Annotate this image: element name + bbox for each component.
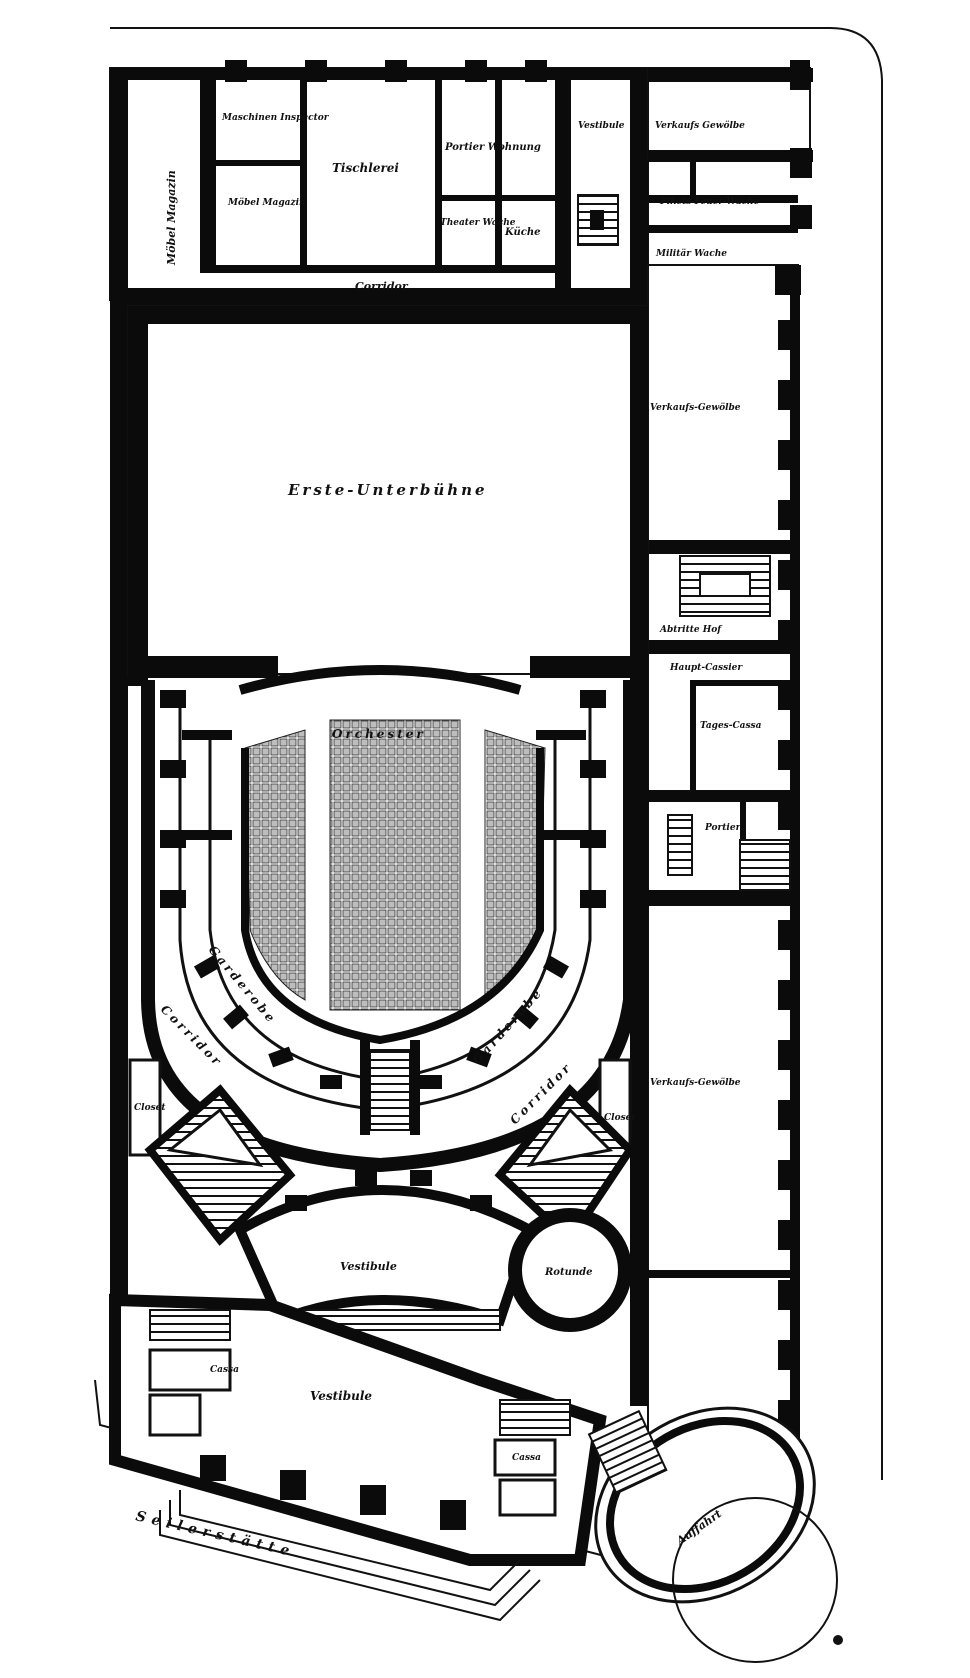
label-kuche: Küche — [504, 227, 540, 238]
label-tages-cassa: Tages-Cassa — [700, 721, 762, 731]
rotunda — [508, 1208, 632, 1332]
label-vestibule-bottom: Vestibule — [310, 1389, 372, 1403]
label-militar-wache: Militär Wache — [655, 248, 727, 259]
entrance-vestibule — [109, 1293, 607, 1622]
label-corridor-top: Corridor — [355, 280, 409, 293]
label-maschinen-inspector: Maschinen Inspector — [221, 113, 330, 123]
label-verkaufs-gewolbe-3: Verkaufs-Gewölbe — [650, 1077, 741, 1088]
right-shop-column — [647, 264, 801, 1466]
label-pikets-feuer-wache: Pikets Feuer-Wache — [659, 197, 760, 207]
label-theater-wache: Theater Wache — [440, 218, 516, 228]
label-mobel-magazin: Möbel Magazin — [165, 170, 178, 266]
label-mobel-magazin-2: Möbel Magazin — [227, 197, 306, 208]
label-portier-wohnung: Portier Wohnung — [444, 142, 541, 153]
label-cassa-left: Cassa — [210, 1365, 239, 1375]
label-closet-left: Closet — [134, 1103, 166, 1113]
label-portier: Portier — [704, 823, 742, 833]
label-cassa-right: Cassa — [512, 1453, 541, 1463]
top-service-block — [109, 60, 813, 1368]
stage-area — [127, 305, 649, 1406]
label-tischlerei: Tischlerei — [332, 161, 399, 175]
label-haupt-cassier: Haupt-Cassier — [669, 663, 743, 673]
label-orchester: Orchester — [332, 727, 426, 741]
label-vestibule-mid: Vestibule — [340, 1260, 397, 1273]
carriage-drive — [587, 1406, 843, 1663]
label-closet-right: Closet — [604, 1113, 636, 1123]
label-rotunde: Rotunde — [544, 1267, 593, 1278]
auditorium — [141, 665, 637, 1173]
label-seilerstatte: Seilerstätte — [134, 1508, 297, 1560]
label-abtritte-hof: Abtritte Hof — [659, 625, 723, 635]
label-verkaufs-gewolbe-1: Verkaufs Gewölbe — [655, 120, 745, 131]
label-verkaufs-gewolbe-2: Verkaufs-Gewölbe — [650, 402, 741, 413]
label-vestibule-top: Vestibule — [578, 121, 625, 131]
label-erste-unterbuhne: Erste-Unterbühne — [287, 481, 488, 499]
left-stair — [128, 1058, 296, 1246]
